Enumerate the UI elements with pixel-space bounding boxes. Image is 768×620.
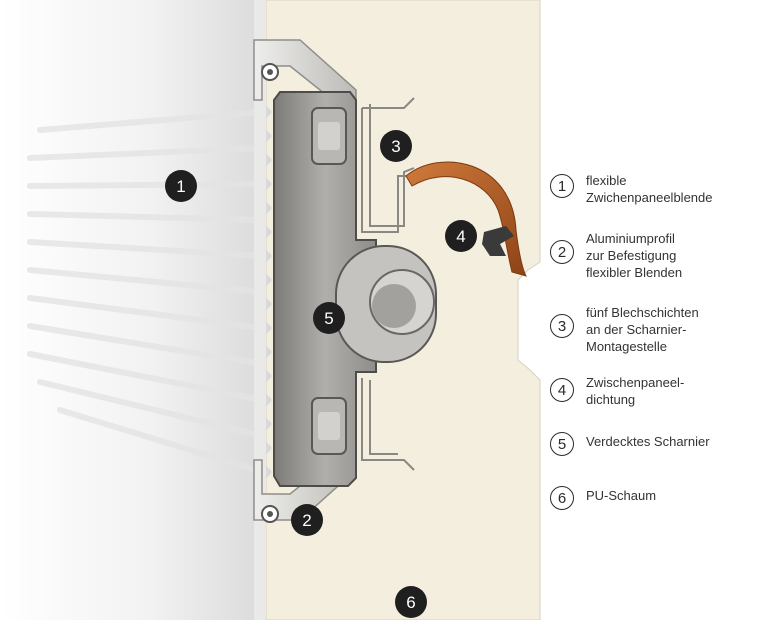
profile-clip-bottom	[261, 505, 279, 523]
callout-6: 6	[395, 586, 427, 618]
callout-3-label: 3	[391, 137, 400, 156]
legend-text-3: fünf Blechschichten an der Scharnier- Mo…	[586, 305, 699, 354]
callout-4: 4	[445, 220, 477, 252]
seal-clip	[482, 226, 514, 256]
hinge-body	[273, 91, 377, 487]
callout-6-label: 6	[406, 593, 415, 612]
legend-text-1: flexible Zwichenpaneelblende	[586, 173, 713, 205]
hinge-knuckle	[335, 245, 437, 363]
bolt-bottom	[311, 397, 347, 455]
door-panel-surface	[0, 0, 272, 620]
callout-4-label: 4	[456, 227, 465, 246]
legend-text-4: Zwischenpaneel- dichtung	[586, 375, 685, 407]
legend-item-1: 1 flexible Zwichenpaneelblende	[550, 172, 756, 206]
legend-item-2: 2 Aluminiumprofil zur Befestigung flexib…	[550, 230, 756, 281]
legend-item-4: 4 Zwischenpaneel- dichtung	[550, 374, 756, 408]
legend-number-6: 6	[550, 486, 574, 510]
callout-3: 3	[380, 130, 412, 162]
legend-text-2: Aluminiumprofil zur Befestigung flexible…	[586, 231, 683, 280]
bolt-top	[311, 107, 347, 165]
legend-number-4: 4	[550, 378, 574, 402]
legend-number-5: 5	[550, 432, 574, 456]
legend-number-3: 3	[550, 314, 574, 338]
callout-1-label: 1	[176, 177, 185, 196]
sheet-metal-layers	[361, 97, 415, 471]
seal-strip	[405, 161, 527, 277]
legend-item-6: 6 PU-Schaum	[550, 484, 756, 510]
legend-number-2: 2	[550, 240, 574, 264]
callout-2: 2	[291, 504, 323, 536]
callout-1: 1	[165, 170, 197, 202]
callout-5-label: 5	[324, 309, 333, 328]
legend-item-5: 5 Verdecktes Scharnier	[550, 430, 756, 456]
legend-text-5: Verdecktes Scharnier	[586, 434, 710, 449]
aluminium-profile-top	[253, 39, 357, 101]
callout-2-label: 2	[302, 511, 311, 530]
legend-item-3: 3 fünf Blechschichten an der Scharnier- …	[550, 304, 756, 355]
legend-text-6: PU-Schaum	[586, 488, 657, 503]
callout-5: 5	[313, 302, 345, 334]
legend-number-1: 1	[550, 174, 574, 198]
profile-clip-top	[261, 63, 279, 81]
